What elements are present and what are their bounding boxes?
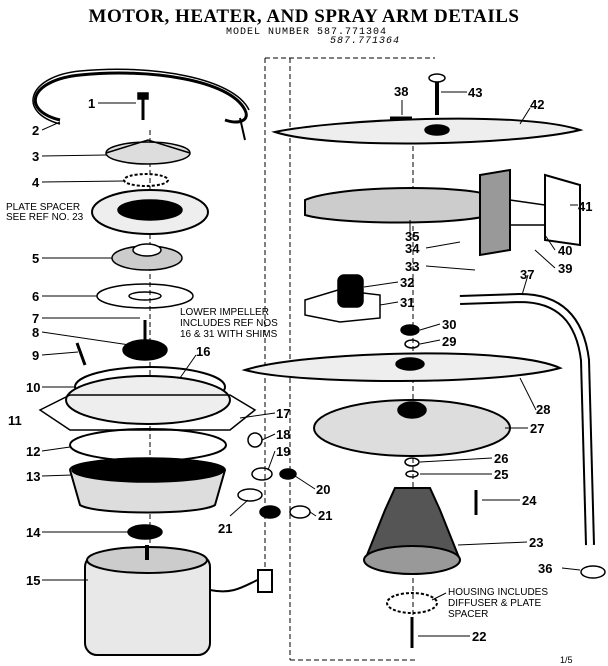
part-12-gasket: [69, 428, 227, 462]
part-label-12: 12: [26, 444, 41, 459]
part-label-5: 5: [32, 251, 40, 266]
part-label-20: 20: [316, 482, 331, 497]
part-label-17: 17: [276, 406, 291, 421]
part-label-31: 31: [400, 295, 415, 310]
lower-impeller-note-line2: INCLUDES REF NOS: [180, 318, 278, 329]
part-label-40: 40: [558, 243, 573, 258]
part-label-6: 6: [32, 289, 40, 304]
page-reference: 1/5: [560, 655, 573, 665]
part-label-9: 9: [32, 348, 40, 363]
part-label-26: 26: [494, 451, 509, 466]
part-label-28: 28: [536, 402, 551, 417]
part-label-38: 38: [394, 84, 409, 99]
part-label-19: 19: [276, 444, 291, 459]
model-number-line: MODEL NUMBER 587.771304: [226, 27, 388, 38]
plate-spacer-note-line2: SEE REF NO. 23: [6, 212, 84, 223]
part-label-32: 32: [400, 275, 415, 290]
part-label-42: 42: [530, 97, 545, 112]
bolt-1: [137, 92, 149, 120]
part-29-washer: [404, 339, 420, 349]
part-label-21-right: 21: [318, 508, 333, 523]
part-label-13: 13: [26, 469, 41, 484]
leader-lines: [41, 91, 581, 637]
part-31-plate: [304, 289, 381, 323]
part-20-hose: [279, 468, 297, 480]
part-11-plate: [38, 394, 257, 431]
diagram-title: MOTOR, HEATER, AND SPRAY ARM DETAILS: [88, 6, 520, 27]
part-label-25: 25: [494, 467, 509, 482]
part-label-29: 29: [442, 334, 457, 349]
part-label-23: 23: [529, 535, 544, 550]
part-30-nut: [400, 324, 420, 336]
part-label-7: 7: [32, 311, 40, 326]
part-label-11: 11: [8, 413, 22, 428]
part-40-bracket: [544, 173, 581, 247]
part-label-37: 37: [520, 267, 535, 282]
part-label-36: 36: [538, 561, 553, 576]
housing-note-line2: DIFFUSER & PLATE: [448, 598, 542, 609]
part-label-16: 16: [196, 344, 211, 359]
part-label-24: 24: [522, 493, 537, 508]
part-4-ring: [123, 173, 169, 187]
housing-note-line1: HOUSING INCLUDES: [448, 587, 549, 598]
part-label-3: 3: [32, 149, 40, 164]
diffuser: [386, 592, 438, 614]
part-label-14: 14: [26, 525, 41, 540]
part-18-washer: [247, 432, 263, 448]
part-14-seal: [127, 524, 163, 540]
part-label-35: 35: [405, 229, 420, 244]
part-label-21-left: 21: [218, 521, 233, 536]
part-label-8: 8: [32, 325, 40, 340]
part-label-18: 18: [276, 427, 291, 442]
lower-impeller: [122, 320, 168, 361]
part-6-plate: [96, 283, 194, 309]
part-3-fan: [105, 141, 191, 165]
part-43-nut: [428, 73, 446, 115]
part-label-30: 30: [442, 317, 457, 332]
part-label-10: 10: [26, 380, 41, 395]
part-label-1: 1: [88, 96, 96, 111]
part-label-39: 39: [558, 261, 573, 276]
part-label-27: 27: [530, 421, 545, 436]
part-25-nut: [405, 470, 419, 478]
heater-element: [33, 71, 248, 124]
part-26-washer: [404, 457, 420, 467]
part-36-cap: [580, 565, 606, 579]
part-19-clamp: [251, 467, 273, 481]
part-label-4: 4: [32, 175, 40, 190]
model-number-alt: 587.771364: [330, 36, 401, 47]
part-label-15: 15: [26, 573, 41, 588]
spray-arm-support: [304, 187, 491, 224]
part-label-34: 34: [405, 241, 420, 256]
part-label-33: 33: [405, 259, 420, 274]
motor: [84, 545, 273, 656]
lower-impeller-note-line3: 16 & 31 WITH SHIMS: [180, 329, 278, 340]
plate-spacer-note-line1: PLATE SPACER: [6, 202, 81, 213]
housing-note-line3: SPACER: [448, 609, 489, 620]
part-label-43: 43: [468, 85, 483, 100]
part-label-2: 2: [32, 123, 40, 138]
lower-impeller-note-line1: LOWER IMPELLER: [180, 307, 269, 318]
part-label-41: 41: [578, 199, 593, 214]
part-label-22: 22: [472, 629, 487, 644]
